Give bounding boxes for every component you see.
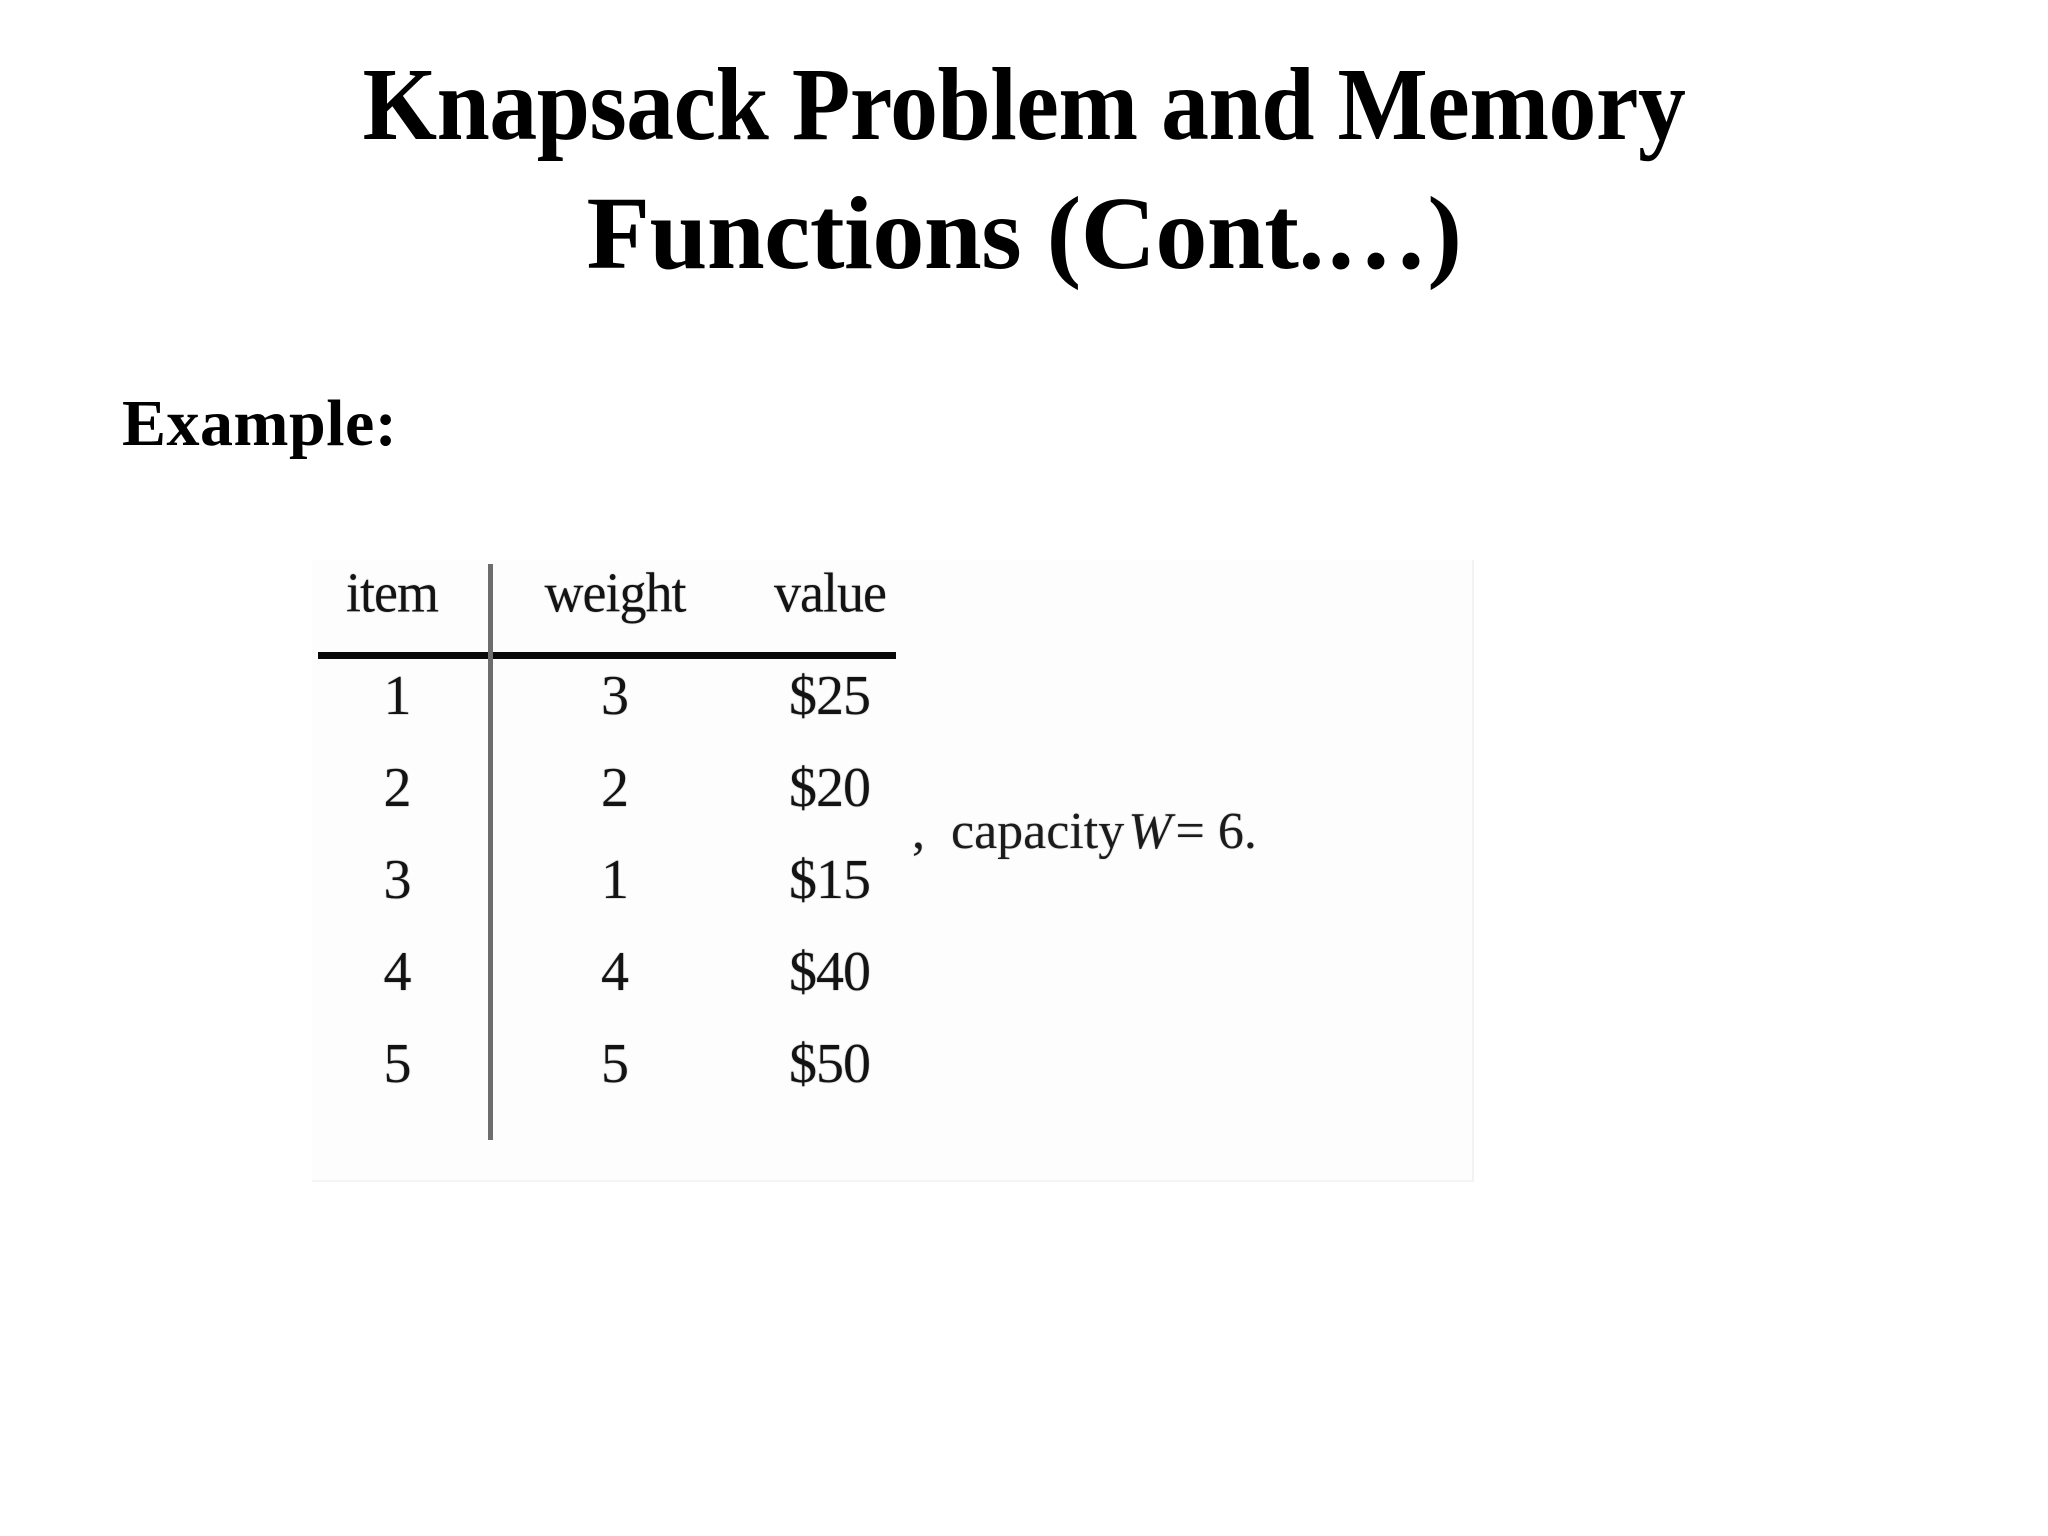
knapsack-example-figure: item weight value 1 3 $25 2 2 $20 <box>312 560 1474 1182</box>
cell-item: 5 <box>383 1033 412 1095</box>
scanned-image: item weight value 1 3 $25 2 2 $20 <box>312 560 1472 1180</box>
column-header-item: item <box>346 561 439 625</box>
page-title-line-2: Functions (Cont.…) <box>586 175 1462 291</box>
cell-weight: 2 <box>601 757 629 819</box>
capacity-equals: = <box>1175 803 1205 860</box>
table-header-row: item weight value <box>312 562 912 632</box>
header-separator-line <box>318 652 896 659</box>
cell-item: 3 <box>383 849 412 911</box>
table-row: 4 4 $40 <box>312 940 912 1018</box>
example-label: Example: <box>122 387 398 460</box>
capacity-label: capacity <box>951 803 1125 860</box>
column-divider-line <box>488 564 493 1140</box>
page-title-line-1: Knapsack Problem and Memory <box>362 47 1686 162</box>
cell-weight: 4 <box>601 941 629 1003</box>
cell-value: $40 <box>789 941 871 1003</box>
page-title: Knapsack Problem and Memory Functions (C… <box>0 44 2048 295</box>
cell-value: $25 <box>789 665 871 727</box>
table-row: 5 5 $50 <box>312 1032 912 1110</box>
cell-item: 2 <box>383 757 412 819</box>
cell-value: $50 <box>789 1033 871 1095</box>
cell-weight: 1 <box>601 849 629 911</box>
table-row: 1 3 $25 <box>312 664 912 742</box>
cell-weight: 5 <box>601 1033 629 1095</box>
capacity-annotation: , capacityW= 6. <box>912 802 1257 861</box>
capacity-variable: W <box>1128 803 1172 860</box>
column-header-value: value <box>774 561 887 625</box>
cell-item: 4 <box>383 941 412 1003</box>
capacity-value: 6. <box>1217 803 1257 860</box>
column-header-weight: weight <box>544 561 687 625</box>
cell-value: $15 <box>789 849 871 911</box>
cell-item: 1 <box>383 665 412 727</box>
table-row: 3 1 $15 <box>312 848 912 926</box>
cell-weight: 3 <box>601 665 629 727</box>
table-row: 2 2 $20 <box>312 756 912 834</box>
capacity-comma: , <box>912 803 925 860</box>
cell-value: $20 <box>789 757 871 819</box>
